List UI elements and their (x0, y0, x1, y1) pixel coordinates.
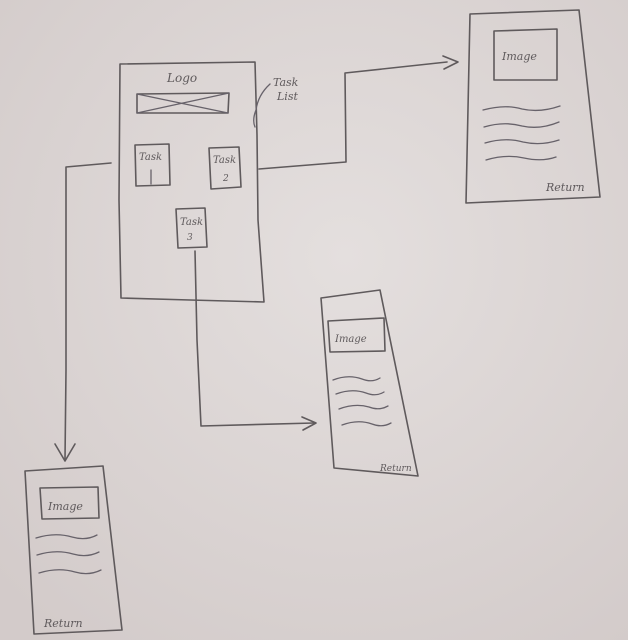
task-2-label: Task (213, 155, 236, 166)
flow-arrow-task3 (194, 250, 317, 431)
task-2-number: 2 (222, 174, 229, 184)
text-lines (35, 534, 102, 575)
detail-screen-frame (320, 289, 419, 477)
image-label: Image (334, 334, 367, 345)
task-list-pointer-line (253, 83, 271, 128)
arrow-head-right (301, 416, 317, 431)
main-screen-frame (118, 61, 265, 303)
text-lines (482, 105, 561, 161)
detail-screen-top-right: Image Return (465, 9, 601, 204)
text-lines (332, 376, 392, 427)
detail-screen-frame (24, 465, 123, 635)
flow-arrow-task1 (54, 162, 112, 462)
image-label: Image (501, 50, 537, 63)
flow-arrow-task2 (258, 55, 459, 170)
task-2-card[interactable]: Task 2 (208, 146, 242, 190)
arrow-head-right (442, 55, 459, 70)
task-1-label: Task (139, 152, 162, 163)
image-label: Image (47, 500, 83, 513)
return-button[interactable]: Return (379, 464, 412, 474)
logo-label: Logo (166, 71, 197, 85)
detail-screen-bottom-left: Image Return (24, 465, 123, 635)
main-screen: Logo Task List Task Task 2 Task 3 (118, 61, 299, 303)
image-placeholder: Image (493, 28, 558, 81)
task-3-number: 3 (187, 233, 193, 243)
detail-screen-middle: Image Return (320, 289, 419, 477)
task-1-card[interactable]: Task (134, 143, 171, 187)
detail-screen-frame (465, 9, 601, 204)
image-placeholder: Image (39, 486, 100, 520)
logo-placeholder (136, 92, 230, 114)
image-placeholder: Image (327, 317, 386, 353)
task-3-label: Task (180, 217, 203, 228)
task-3-card[interactable]: Task 3 (175, 207, 208, 249)
task-list-label-line1: Task (273, 76, 299, 89)
arrow-head-down (54, 443, 76, 462)
return-button[interactable]: Return (43, 617, 83, 630)
task-list-label-line2: List (276, 90, 298, 103)
return-button[interactable]: Return (545, 181, 585, 194)
